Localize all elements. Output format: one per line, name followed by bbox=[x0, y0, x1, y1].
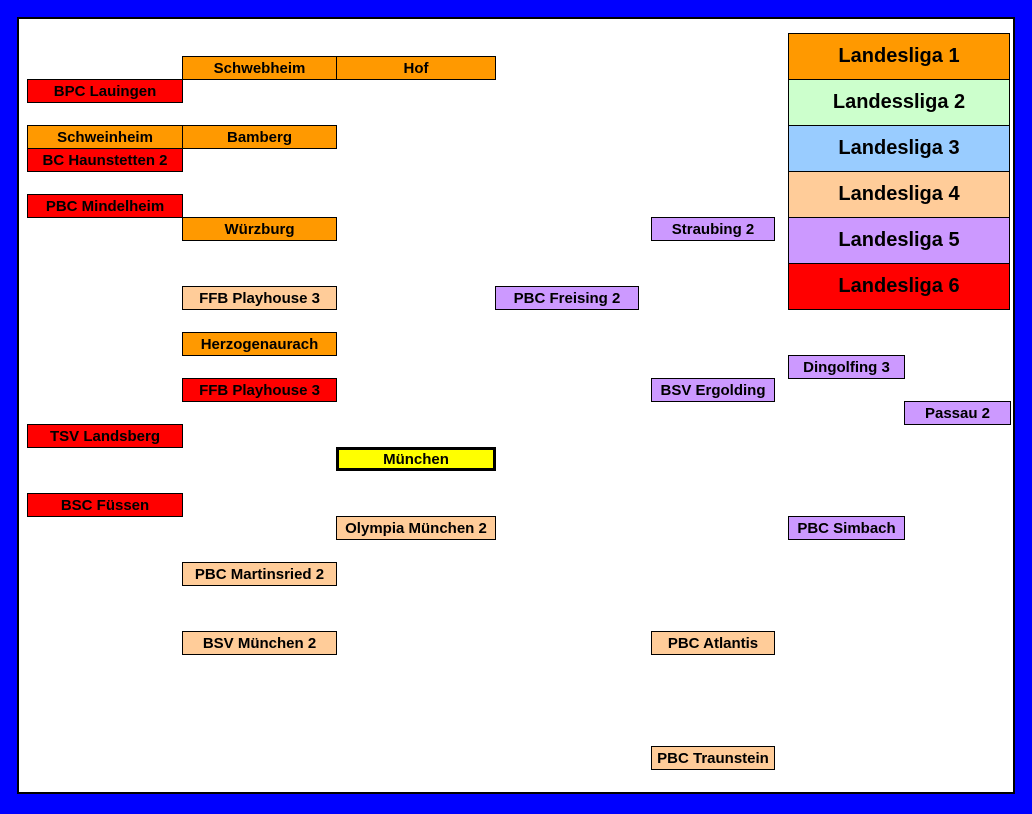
team-box-dingolfing-3: Dingolfing 3 bbox=[788, 355, 905, 379]
team-box-straubing-2: Straubing 2 bbox=[651, 217, 775, 241]
team-box-olympia-munchen-2: Olympia München 2 bbox=[336, 516, 496, 540]
team-box-schweinheim: Schweinheim bbox=[27, 125, 183, 149]
legend-item-landessliga-2: Landessliga 2 bbox=[788, 79, 1010, 126]
team-box-pbc-mindelheim: PBC Mindelheim bbox=[27, 194, 183, 218]
team-box-ffb-playhouse-3: FFB Playhouse 3 bbox=[182, 378, 337, 402]
team-box-pbc-freising-2: PBC Freising 2 bbox=[495, 286, 639, 310]
team-box-munchen: München bbox=[336, 447, 496, 471]
team-box-bsc-fussen: BSC Füssen bbox=[27, 493, 183, 517]
legend-item-landesliga-1: Landesliga 1 bbox=[788, 33, 1010, 80]
team-box-bsv-munchen-2: BSV München 2 bbox=[182, 631, 337, 655]
team-box-bsv-ergolding: BSV Ergolding bbox=[651, 378, 775, 402]
team-box-schwebheim: Schwebheim bbox=[182, 56, 337, 80]
team-box-wurzburg: Würzburg bbox=[182, 217, 337, 241]
team-box-passau-2: Passau 2 bbox=[904, 401, 1011, 425]
legend-item-landesliga-5: Landesliga 5 bbox=[788, 217, 1010, 264]
team-box-bc-haunstetten-2: BC Haunstetten 2 bbox=[27, 148, 183, 172]
team-box-herzogenaurach: Herzogenaurach bbox=[182, 332, 337, 356]
team-box-pbc-atlantis: PBC Atlantis bbox=[651, 631, 775, 655]
legend-item-landesliga-6: Landesliga 6 bbox=[788, 263, 1010, 310]
team-box-pbc-simbach: PBC Simbach bbox=[788, 516, 905, 540]
team-box-ffb-playhouse-3: FFB Playhouse 3 bbox=[182, 286, 337, 310]
team-box-bamberg: Bamberg bbox=[182, 125, 337, 149]
team-box-tsv-landsberg: TSV Landsberg bbox=[27, 424, 183, 448]
team-box-pbc-traunstein: PBC Traunstein bbox=[651, 746, 775, 770]
team-box-hof: Hof bbox=[336, 56, 496, 80]
legend-item-landesliga-4: Landesliga 4 bbox=[788, 171, 1010, 218]
legend-item-landesliga-3: Landesliga 3 bbox=[788, 125, 1010, 172]
team-box-pbc-martinsried-2: PBC Martinsried 2 bbox=[182, 562, 337, 586]
team-box-bpc-lauingen: BPC Lauingen bbox=[27, 79, 183, 103]
